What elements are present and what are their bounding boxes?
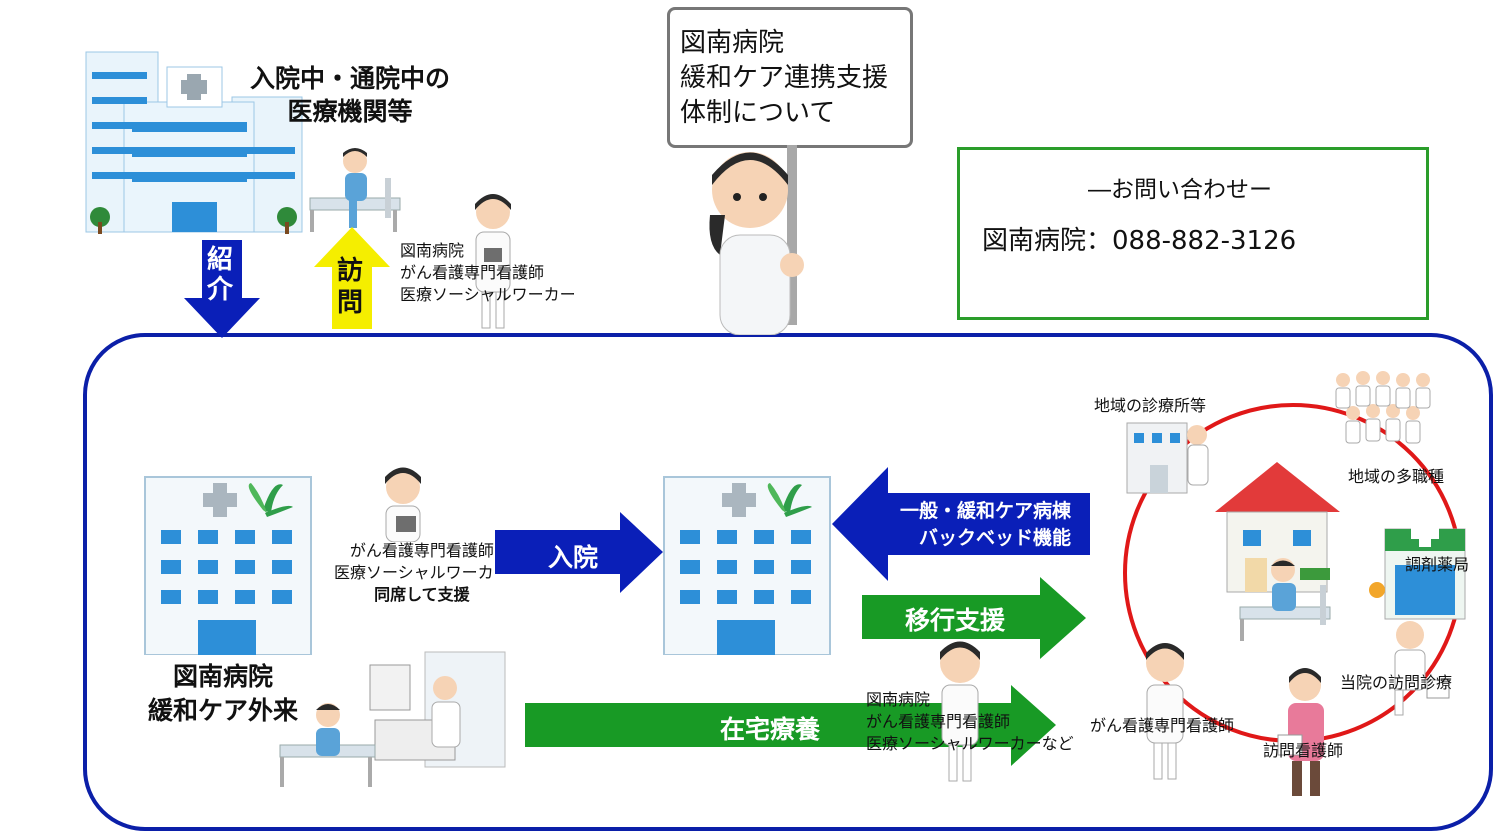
pharmacy-icon xyxy=(1384,519,1466,620)
nurse-icon xyxy=(475,194,511,329)
visiting-doctor-icon xyxy=(1369,582,1450,716)
visit-arrow xyxy=(314,227,390,329)
multi-staff-label: 地域の多職種 xyxy=(1348,467,1445,486)
visit-label: 訪 問 xyxy=(337,256,364,318)
tonan-hospital-building-icon xyxy=(144,476,312,655)
nurse-icon xyxy=(940,641,980,782)
outpatient-title: 図南病院 緩和ケア外来 xyxy=(148,662,299,725)
referral-arrow xyxy=(184,240,260,338)
referral-label: 紹 介 xyxy=(207,245,234,305)
patient-on-bed-icon xyxy=(309,148,401,232)
sign-holding-nurse-icon xyxy=(709,145,804,335)
referring-hospital-icon xyxy=(85,51,303,234)
home-visit-doctor-label: 当院の訪問診療 xyxy=(1340,673,1453,692)
home-care-arrow xyxy=(525,685,1056,766)
cancer-nurse-label: がん看護専門看護師 xyxy=(1090,716,1235,735)
contact-phone: 図南病院：088-882-3126 xyxy=(982,226,1297,256)
consult-staff-label: がん看護専門看護師 医療ソーシャルワーカー 同席して支援 xyxy=(334,541,510,604)
nurse-icon xyxy=(1146,643,1184,780)
home-care-staff-label: 図南病院 がん看護専門看護師 医療ソーシャルワーカーなど xyxy=(866,690,1074,753)
sign-text: 図南病院 緩和ケア連携支援 体制について xyxy=(680,28,889,128)
clinic-label: 地域の診療所等 xyxy=(1094,396,1207,415)
admission-label: 入院 xyxy=(548,543,599,572)
admission-arrow xyxy=(495,512,663,593)
visiting-staff-label: 図南病院 がん看護専門看護師 医療ソーシャルワーカー xyxy=(400,241,576,304)
transition-support-arrow xyxy=(862,577,1086,659)
home-nurse-label: 訪問看護師 xyxy=(1263,741,1344,760)
local-clinic-icon xyxy=(1126,422,1209,494)
backbed-arrow xyxy=(832,467,1090,581)
pharmacy-label: 調剤薬局 xyxy=(1405,555,1470,574)
consultation-room-icon xyxy=(279,651,506,787)
contact-heading: ―お問い合わせー xyxy=(1088,177,1272,203)
home-care-label: 在宅療養 xyxy=(720,715,821,744)
home-visit-nurse-icon xyxy=(1277,668,1324,796)
nurse-with-clipboard-icon xyxy=(385,467,421,542)
multi-professional-team-icon xyxy=(1335,371,1431,444)
contact-box xyxy=(957,147,1429,320)
support-system-frame xyxy=(83,333,1493,831)
transition-support-label: 移行支援 xyxy=(905,606,1006,635)
sign-board xyxy=(667,7,913,148)
tonan-ward-building-icon xyxy=(663,476,831,655)
referring-institutions-label: 入院中・通院中の 医療機関等 xyxy=(250,64,451,126)
backbed-label: 一般・緩和ケア病棟 バックベッド機能 xyxy=(900,500,1072,549)
patient-on-bed-icon xyxy=(1239,558,1331,641)
